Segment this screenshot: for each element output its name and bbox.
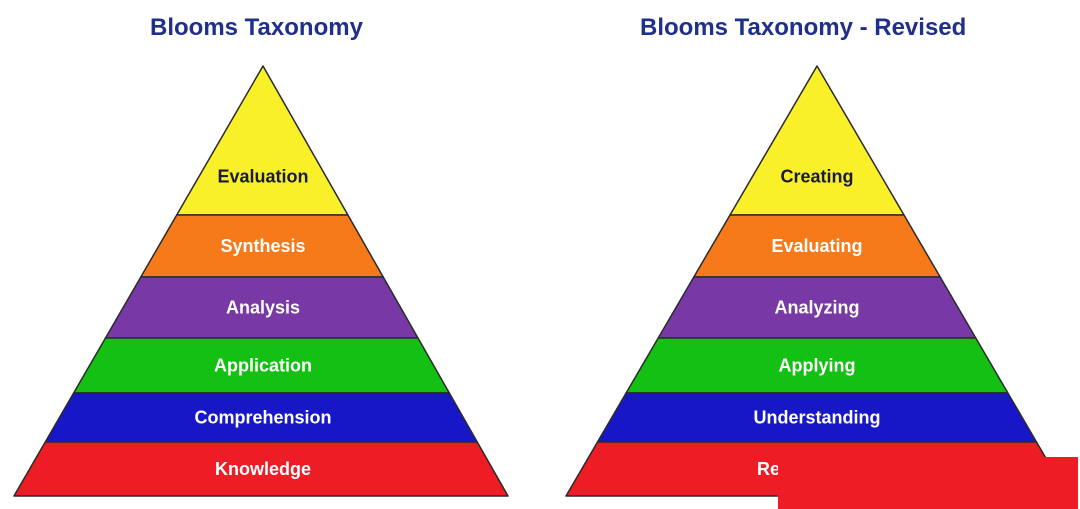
pyramid-title-left: Blooms Taxonomy	[150, 14, 363, 41]
pyramid-title-right: Blooms Taxonomy - Revised	[640, 14, 967, 41]
pyramid-left-label-3: Analysis	[226, 298, 300, 318]
pyramid-right-label-1: Creating	[780, 166, 853, 186]
pyramid-right-label-2: Evaluating	[771, 236, 862, 256]
pyramid-left-layer-1	[175, 65, 349, 216]
pyramid-right-label-4: Applying	[779, 356, 856, 376]
pyramid-right-layer-1	[729, 65, 905, 216]
red-bar-overlay	[778, 457, 1078, 509]
pyramid-left-label-1: Evaluation	[217, 166, 308, 186]
pyramid-left-layer-6	[13, 441, 509, 497]
pyramid-left-label-5: Comprehension	[194, 408, 331, 428]
pyramid-right-label-3: Analyzing	[774, 298, 859, 318]
pyramid-right-label-5: Understanding	[753, 408, 880, 428]
pyramid-left-label-2: Synthesis	[220, 236, 305, 256]
pyramid-left-label-4: Application	[214, 356, 312, 376]
pyramid-left-label-6: Knowledge	[215, 459, 311, 479]
